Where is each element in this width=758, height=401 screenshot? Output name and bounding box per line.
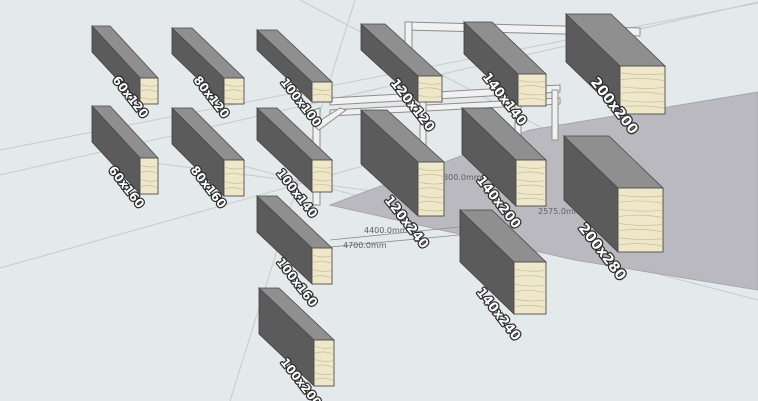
wood-grain-line (140, 84, 158, 87)
wood-grain-line (314, 351, 334, 355)
beam-end-grain (311, 247, 333, 285)
wood-grain-line (314, 346, 334, 349)
wood-grain-line (224, 97, 244, 100)
wood-grain-line (140, 164, 158, 168)
dimension-label: 4400.0mm (364, 226, 408, 235)
wood-grain-line (516, 197, 546, 201)
wood-grain-line (418, 95, 442, 98)
wood-grain-line (618, 208, 663, 212)
wood-grain-line (618, 194, 663, 198)
wood-grain-line (312, 166, 332, 169)
wood-grain-line (418, 181, 444, 185)
wood-grain-line (140, 97, 158, 100)
wood-grain-line (618, 237, 663, 240)
wood-grain-line (224, 181, 244, 184)
wood-grain-line (224, 89, 244, 93)
beam-model[interactable]: 80x160 (171, 107, 245, 212)
wood-grain-line (518, 80, 546, 83)
wood-grain-line (312, 269, 332, 272)
wood-grain-line (418, 87, 442, 91)
wood-grain-line (418, 195, 444, 198)
wood-grain-line (518, 97, 546, 101)
wood-grain-line (312, 275, 332, 279)
beam-model[interactable]: 100x200 (257, 287, 336, 401)
wood-grain-line (618, 243, 663, 247)
wood-grain-line (418, 82, 442, 85)
wood-grain-line (314, 372, 334, 376)
beam-model[interactable]: 140x140 (463, 21, 547, 130)
beam-end-grain (517, 73, 547, 107)
wood-grain-line (418, 168, 444, 171)
wood-grain-line (314, 359, 334, 362)
wood-grain-line (514, 283, 546, 287)
wood-grain-line (620, 99, 665, 103)
wood-grain-line (224, 166, 244, 170)
wood-grain-line (140, 170, 158, 174)
wood-grain-line (224, 187, 244, 191)
dimension-label: 4700.0mm (343, 241, 387, 250)
wood-grain-line (618, 214, 663, 218)
wood-grain-line (518, 85, 546, 89)
wood-grain-line (140, 185, 158, 189)
beam-end-grain (223, 159, 245, 197)
wood-grain-line (620, 105, 665, 109)
dimension-label: 1300.0mm (438, 173, 482, 182)
wood-grain-line (514, 304, 546, 308)
wood-grain-line (514, 298, 546, 302)
dimension-lines (319, 225, 471, 249)
wood-grain-line (312, 93, 332, 97)
wood-grain-line (514, 290, 546, 294)
wood-grain-line (618, 223, 663, 226)
beam-end-grain (223, 77, 245, 105)
wood-grain-line (514, 269, 546, 272)
wood-grain-line (314, 364, 334, 368)
wood-grain-line (516, 179, 546, 182)
wood-grain-line (312, 183, 332, 187)
wood-grain-line (140, 179, 158, 182)
wood-grain-line (224, 84, 244, 87)
wood-grain-line (618, 229, 663, 233)
wood-grain-line (516, 166, 546, 169)
wood-grain-line (418, 208, 444, 212)
wood-grain-line (312, 254, 332, 258)
wood-grain-line (516, 184, 546, 188)
wood-grain-line (314, 377, 334, 381)
wood-grain-line (418, 200, 444, 204)
wood-grain-line (140, 89, 158, 93)
wood-grain-line (518, 92, 546, 96)
beam-end-grain (139, 77, 159, 105)
beam-end-grain (617, 187, 664, 253)
wood-grain-line (418, 187, 444, 191)
wood-grain-line (618, 200, 663, 204)
wood-grain-line (312, 171, 332, 175)
wood-grain-line (620, 91, 665, 95)
wood-grain-line (312, 88, 332, 91)
wood-grain-line (516, 192, 546, 196)
wood-grain-line (516, 171, 546, 175)
dimension-label: 2575.0mm (538, 207, 582, 216)
wood-grain-line (620, 78, 665, 82)
wood-grain-line (312, 260, 332, 264)
beam-end-grain (311, 81, 333, 103)
wood-grain-line (312, 178, 332, 182)
wood-grain-line (620, 86, 665, 89)
wood-grain-line (620, 72, 665, 76)
beam-model[interactable]: 100x160 (255, 195, 334, 311)
wood-grain-line (224, 172, 244, 176)
beam-model[interactable]: 80x120 (171, 27, 245, 122)
wood-grain-line (418, 173, 444, 177)
wood-grain-line (514, 275, 546, 279)
beam-end-grain (139, 157, 159, 195)
beam-end-grain (311, 159, 333, 193)
